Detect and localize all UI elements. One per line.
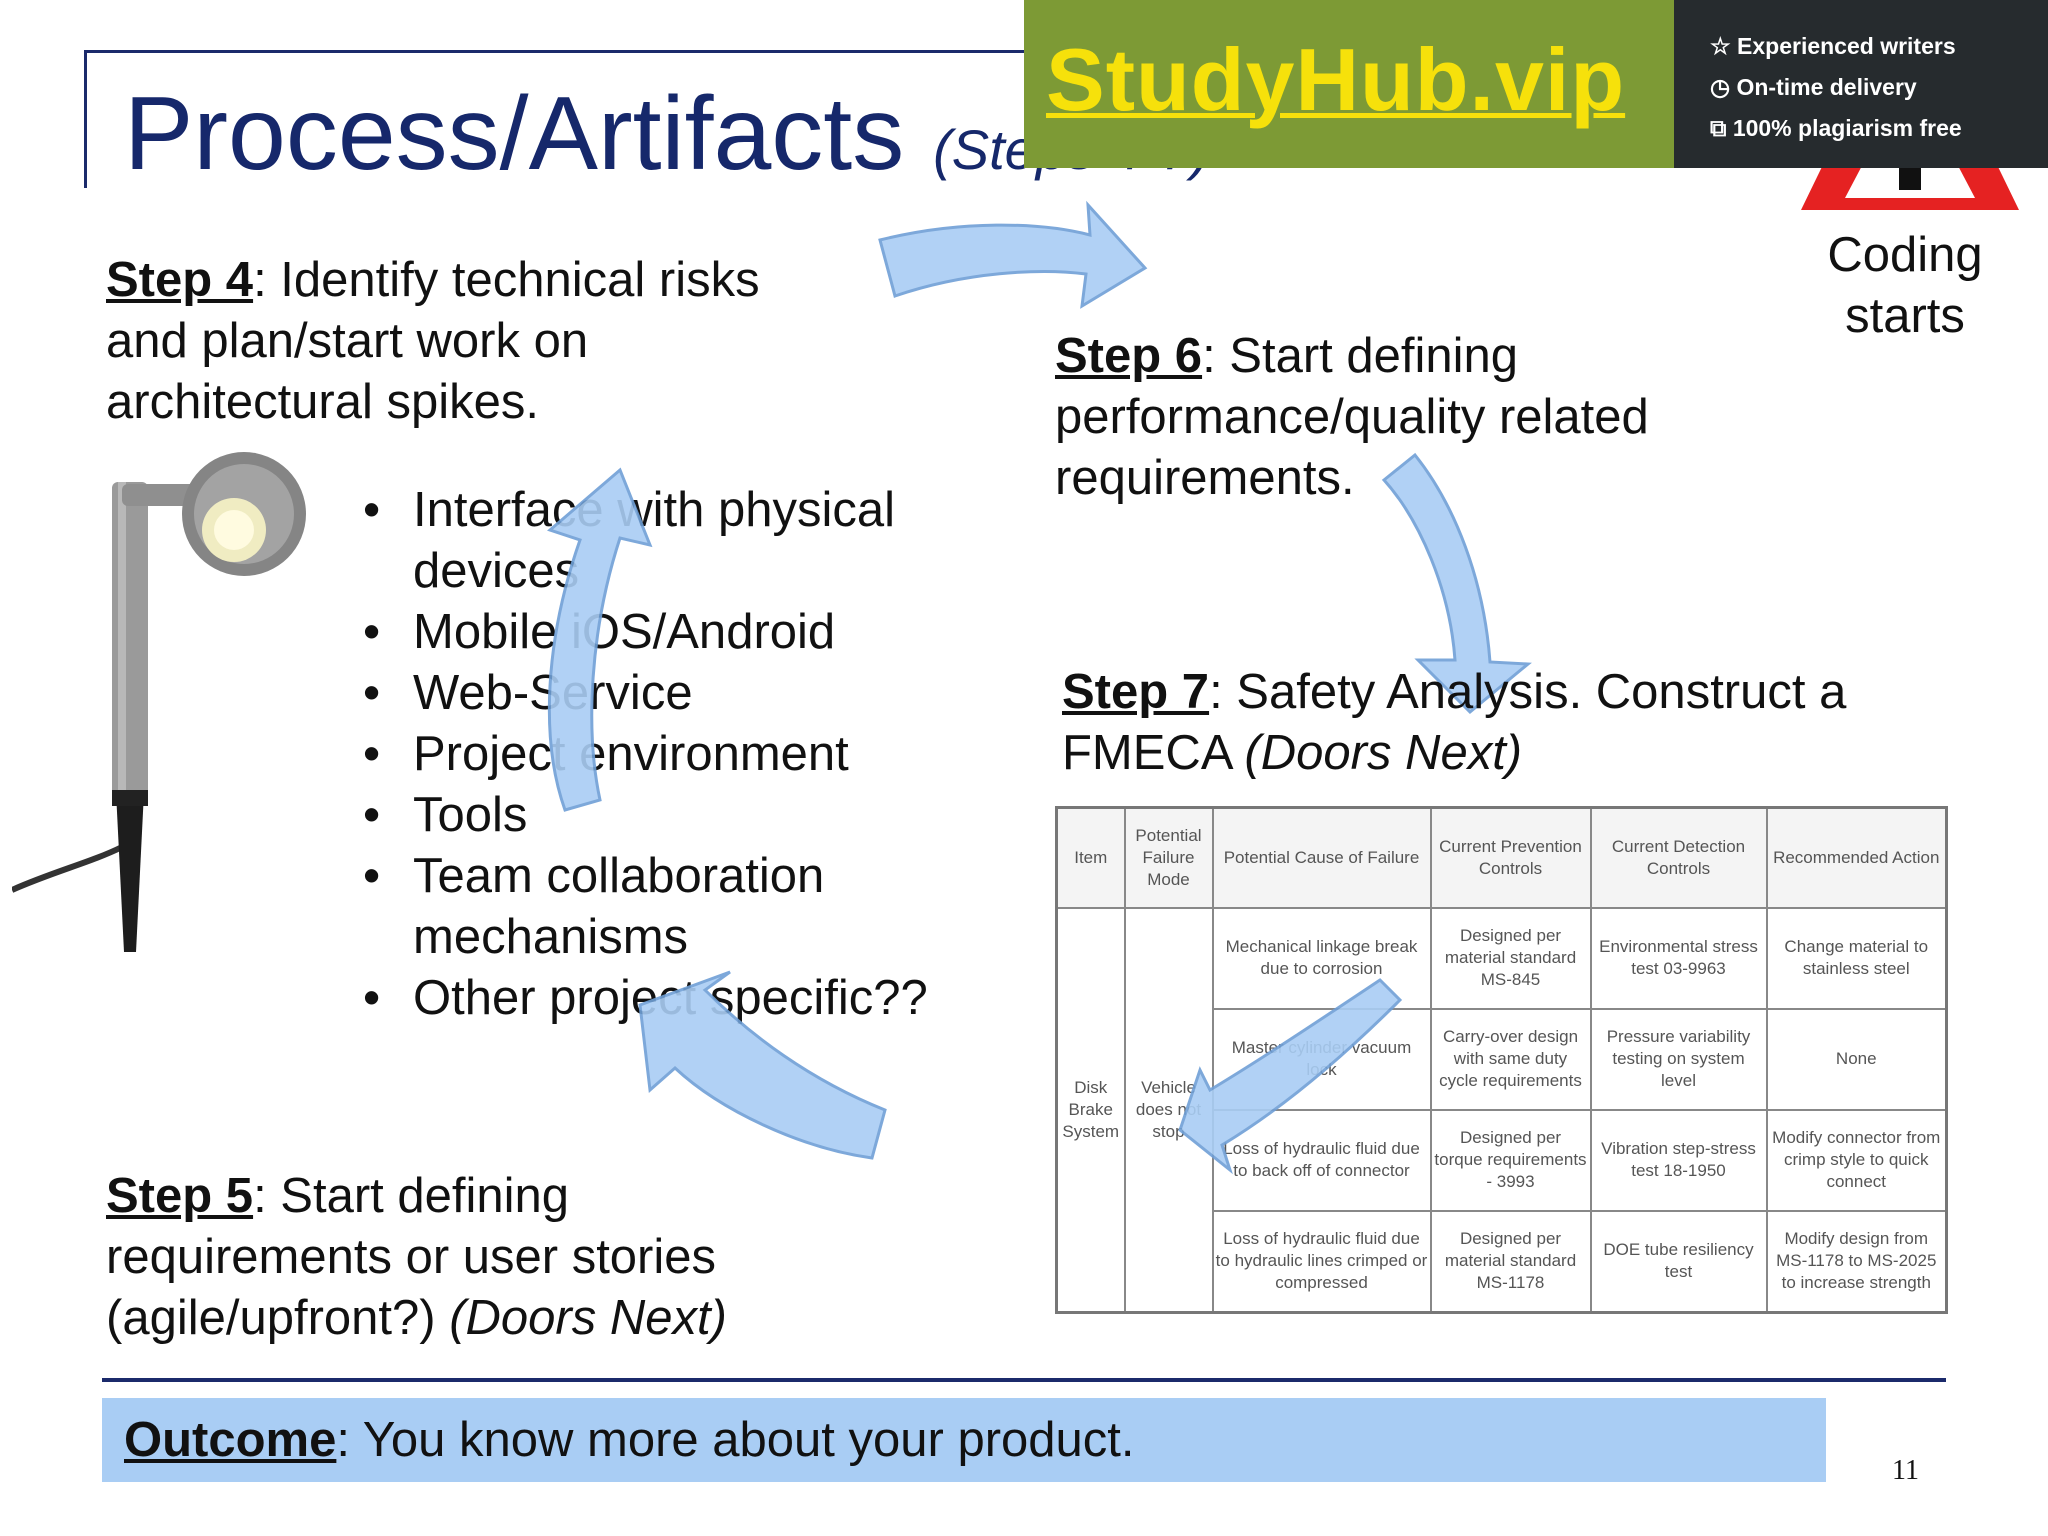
table-cell: None (1765, 1007, 1948, 1111)
outcome-label: Outcome (124, 1413, 337, 1467)
step7-text: Step 7: Safety Analysis. Construct a FME… (1062, 662, 1962, 784)
clock-icon: ◷ (1710, 74, 1737, 100)
fmeca-table: Item Potential Failure Mode Potential Ca… (1055, 806, 1948, 1314)
column-header: Recommended Action (1765, 806, 1948, 909)
studyhub-logo[interactable]: StudyHub.vip (1046, 30, 1626, 129)
step4-label: Step 4 (106, 253, 254, 307)
table-cell: Carry-over design with same duty cycle r… (1429, 1007, 1592, 1111)
step4-body: : Identify technical risks and plan/star… (106, 253, 760, 429)
perk-item: ☆ Experienced writers (1710, 26, 1962, 67)
title-main: Process/Artifacts (124, 76, 905, 192)
step5-body: : Start defining requirements or user st… (106, 1169, 717, 1345)
table-cell: Modify connector from crimp style to qui… (1765, 1108, 1948, 1212)
list-item: Tools (355, 785, 975, 846)
arrow-step5-to-step4-icon (547, 467, 653, 812)
column-header: Potential Cause of Failure (1211, 806, 1432, 909)
step5-label: Step 5 (106, 1169, 254, 1223)
column-header: Item (1055, 806, 1126, 909)
arrow-step6-to-step7-icon (1381, 452, 1532, 715)
table-row: Loss of hydraulic fluid due to back off … (1057, 1108, 1948, 1212)
copy-icon: ⧉ (1710, 115, 1733, 141)
table-cell: Pressure variability testing on system l… (1589, 1007, 1768, 1111)
banner-brand-panel: StudyHub.vip (1024, 0, 1674, 168)
title-bracket (84, 50, 1087, 188)
table-row: Disk Brake System Vehicle does not stop … (1055, 906, 1948, 1314)
step6-text: Step 6: Start defining performance/quali… (1055, 326, 1775, 509)
step5-text: Step 5: Start defining requirements or u… (106, 1166, 846, 1349)
arrow-step7-to-step5-icon (638, 970, 887, 1160)
coding-line2: starts (1845, 289, 1965, 343)
perk-item: ◷ On-time delivery (1710, 67, 1962, 108)
perk-text: Experienced writers (1737, 33, 1956, 59)
table-header-row: Item Potential Failure Mode Potential Ca… (1055, 806, 1948, 909)
bottom-divider (102, 1378, 1946, 1382)
table-cell: Modify design from MS-1178 to MS-2025 to… (1765, 1209, 1948, 1314)
column-header: Current Prevention Controls (1429, 806, 1592, 909)
arrow-in-table-icon (1178, 978, 1403, 1175)
coding-line1: Coding (1827, 228, 1983, 282)
list-item: Team collaboration mechanisms (355, 846, 975, 968)
step7-tool: (Doors Next) (1244, 726, 1523, 780)
perk-item: ⧉ 100% plagiarism free (1710, 108, 1962, 149)
step7-body: : Safety Analysis. Construct a FMECA (1062, 665, 1847, 780)
page-number: 11 (1892, 1455, 1919, 1486)
table-cell: Environmental stress test 03-9963 (1589, 906, 1768, 1010)
outcome-box: Outcome: You know more about your produc… (102, 1398, 1826, 1482)
outcome-text: : You know more about your product. (336, 1413, 1135, 1467)
garden-lamp-image (12, 452, 306, 952)
column-header: Potential Failure Mode (1123, 806, 1214, 909)
step5-tool: (Doors Next) (449, 1291, 727, 1345)
item-cell: Disk Brake System (1055, 906, 1126, 1314)
table-cell: Vibration step-stress test 18-1950 (1589, 1108, 1768, 1212)
step4-text: Step 4: Identify technical risks and pla… (106, 250, 846, 433)
perk-text: 100% plagiarism free (1732, 115, 1962, 141)
step6-label: Step 6 (1055, 329, 1203, 383)
table-cell: DOE tube resiliency test (1589, 1209, 1768, 1314)
coding-starts-label: Coding starts (1800, 225, 2010, 347)
list-item: Project environment (355, 724, 975, 785)
banner-perks-panel (1674, 0, 2048, 168)
table-cell: Designed per torque requirements - 3993 (1429, 1108, 1592, 1212)
banner-perks: ☆ Experienced writers ◷ On-time delivery… (1710, 26, 1962, 149)
table-row: Loss of hydraulic fluid due to hydraulic… (1057, 1209, 1948, 1314)
column-header: Current Detection Controls (1589, 806, 1768, 909)
list-item: Interface with physical devices (355, 480, 975, 602)
list-item: Mobile iOS/Android (355, 602, 975, 663)
table-cell: Designed per material standard MS-845 (1429, 906, 1592, 1010)
table-cell: Change material to stainless steel (1765, 906, 1948, 1010)
studyhub-banner[interactable]: StudyHub.vip ☆ Experienced writers ◷ On-… (1024, 0, 2048, 168)
table-cell: Mechanical linkage break due to corrosio… (1211, 906, 1432, 1010)
star-icon: ☆ (1710, 33, 1738, 59)
arrow-step4-to-step6-icon (878, 200, 1148, 309)
step7-label: Step 7 (1062, 665, 1210, 719)
step6-body: : Start defining performance/quality rel… (1055, 329, 1649, 505)
perk-text: On-time delivery (1736, 74, 1917, 100)
table-cell: Designed per material standard MS-1178 (1429, 1209, 1592, 1314)
table-cell: Loss of hydraulic fluid due to hydraulic… (1211, 1209, 1432, 1314)
